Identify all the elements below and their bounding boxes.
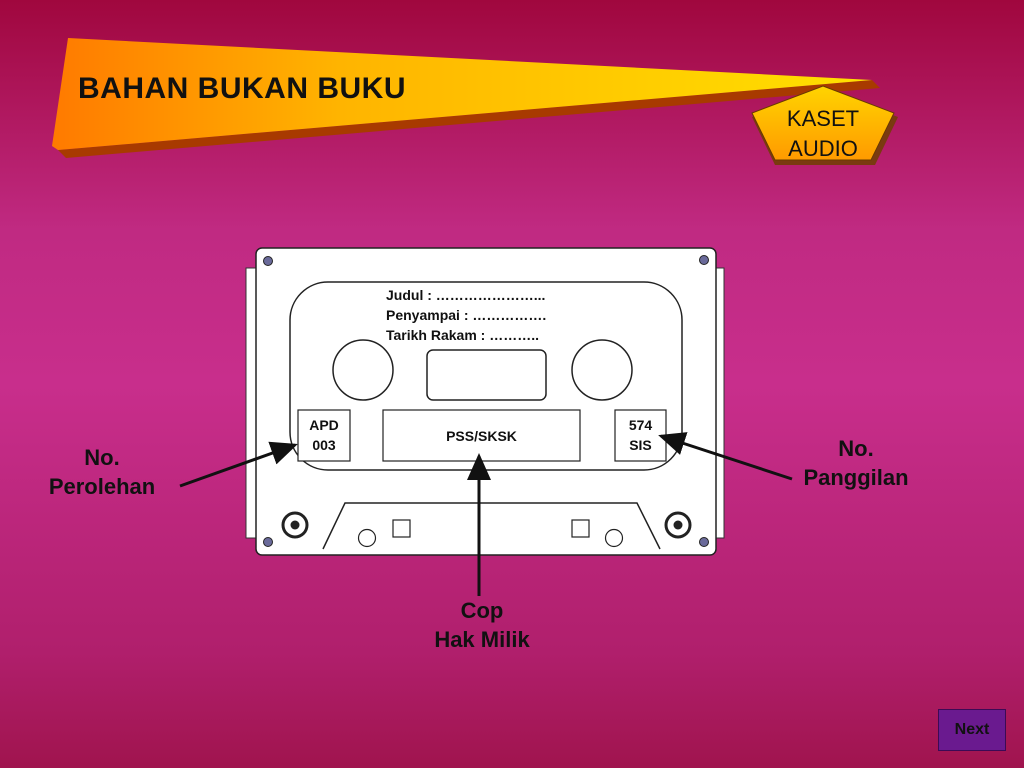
accession-number-box: APD 003 <box>298 415 350 455</box>
panggilan-callout: No. Panggilan <box>786 434 926 492</box>
slide-title: BAHAN BUKAN BUKU <box>78 72 406 105</box>
ownership-stamp-box: PSS/SKSK <box>446 428 517 444</box>
cop-callout: Cop Hak Milik <box>412 596 552 654</box>
panggilan-line2: Panggilan <box>803 465 909 490</box>
panggilan-arrow <box>658 432 793 481</box>
penyampai-field: Penyampai : ……………. <box>386 307 547 323</box>
kaset-label-line2: AUDIO <box>788 136 858 161</box>
kaset-audio-label: KASET AUDIO <box>765 104 881 164</box>
tarikh-rakam-field: Tarikh Rakam : ……….. <box>386 327 540 343</box>
accession-line1: APD <box>309 417 339 433</box>
accession-line2: 003 <box>312 437 336 453</box>
panggilan-line1: No. <box>838 436 874 461</box>
title-banner <box>52 38 880 158</box>
call-number-box: 574 SIS <box>615 415 666 455</box>
judul-field: Judul : …………………... <box>386 287 546 303</box>
next-button[interactable]: Next <box>938 709 1006 751</box>
call-number-line2: SIS <box>629 437 652 453</box>
cop-line1: Cop <box>460 598 504 623</box>
kaset-label-line1: KASET <box>786 106 860 131</box>
perolehan-line1: No. <box>84 445 120 470</box>
call-number-line1: 574 <box>628 417 653 433</box>
kaset-audio-badge <box>751 85 898 165</box>
cop-line2: Hak Milik <box>434 627 530 652</box>
perolehan-line2: Perolehan <box>48 474 156 499</box>
perolehan-arrow <box>179 441 298 488</box>
cassette-illustration <box>245 247 725 556</box>
perolehan-callout: No. Perolehan <box>28 443 176 501</box>
